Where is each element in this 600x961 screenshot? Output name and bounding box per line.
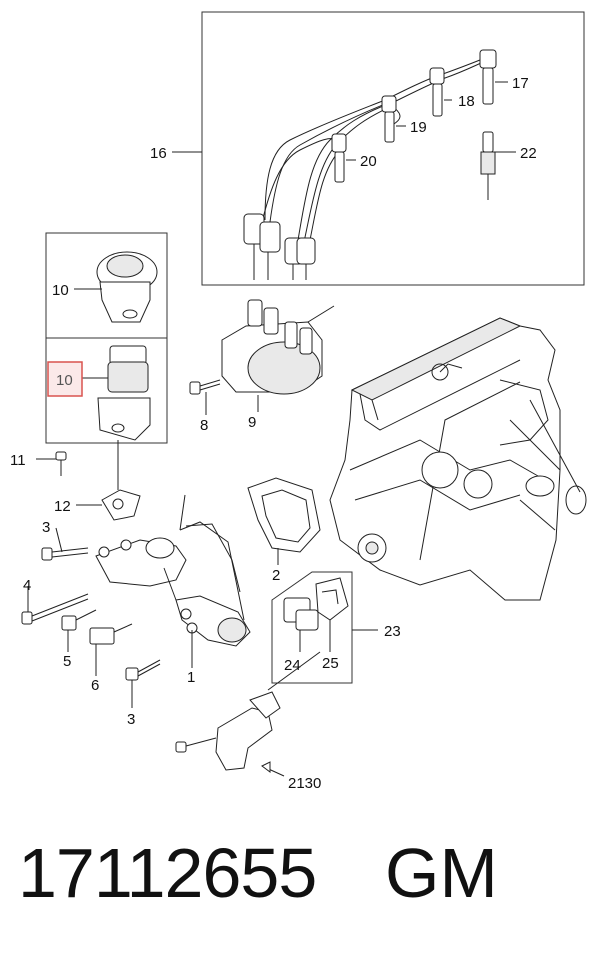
callout-5: 5 — [63, 653, 71, 670]
callout-3-bottom: 3 — [127, 711, 135, 728]
callout-24: 24 — [284, 657, 301, 674]
callout-10-top: 10 — [52, 282, 69, 299]
leader-lines — [27, 81, 516, 612]
callout-25: 25 — [322, 655, 339, 672]
brand-label: GM — [385, 834, 498, 912]
callout-10-highlight: 10 — [56, 372, 73, 389]
callout-18: 18 — [458, 93, 475, 110]
callout-2: 2 — [272, 567, 280, 584]
callout-12: 12 — [54, 498, 71, 515]
part-number: 17112655 — [18, 834, 317, 912]
callout-16: 16 — [150, 145, 167, 162]
callout-19: 19 — [410, 119, 427, 136]
callout-8: 8 — [200, 417, 208, 434]
engine-block — [329, 317, 587, 601]
callout-23: 23 — [384, 623, 401, 640]
thermostat-housing-group — [21, 451, 251, 708]
egr-box-bottom — [45, 337, 168, 444]
highlight-box-10 — [47, 361, 83, 397]
callout-20: 20 — [360, 153, 377, 170]
callout-3-top: 3 — [42, 519, 50, 536]
callout-11: 11 — [10, 452, 26, 469]
callout-2130: 2130 — [288, 775, 321, 792]
callout-22: 22 — [520, 145, 537, 162]
gasket-bracket — [247, 477, 321, 565]
callout-17: 17 — [512, 75, 529, 92]
part-2130-group — [175, 651, 321, 777]
sensor-group — [271, 571, 378, 684]
ignition-coil-group — [189, 299, 335, 415]
callout-4: 4 — [23, 577, 31, 594]
ignition-wire-box — [201, 11, 585, 286]
callout-9: 9 — [248, 414, 256, 431]
callout-6: 6 — [91, 677, 99, 694]
callout-labels: 16 17 18 19 20 22 10 10 8 9 11 12 3 4 5 … — [10, 75, 537, 792]
egr-valve-group — [45, 232, 168, 490]
exploded-parts-diagram: 16 17 18 19 20 22 10 10 8 9 11 12 3 4 5 … — [10, 11, 587, 792]
callout-1: 1 — [187, 669, 195, 686]
ignition-wire-set-group — [201, 11, 585, 286]
